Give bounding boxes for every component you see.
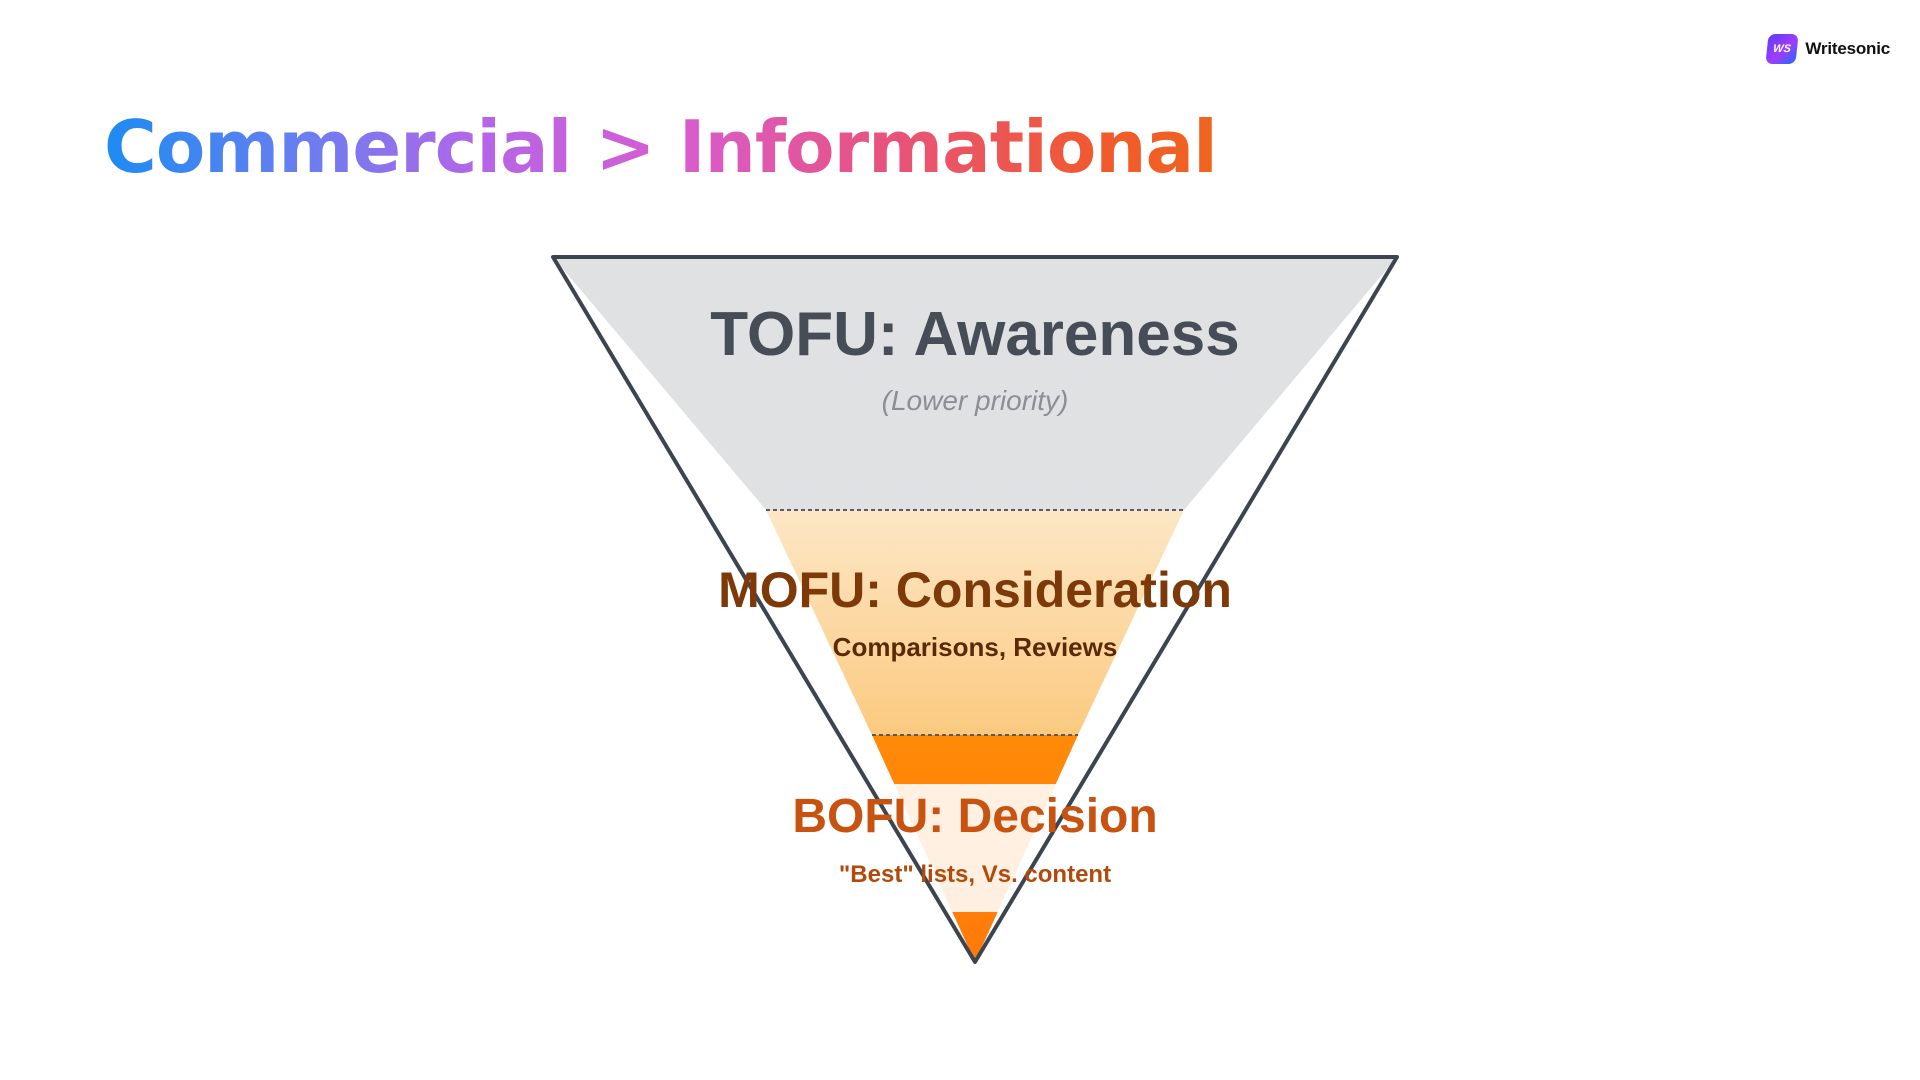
logo-name: Writesonic <box>1805 39 1890 58</box>
tofu-layer <box>553 257 1397 510</box>
slide-title: Commercial > Informational <box>104 105 1218 189</box>
funnel-outline <box>551 255 1399 964</box>
mofu-heading: MOFU: Consideration <box>718 562 1232 618</box>
tofu-subtext: (Lower priority) <box>882 385 1069 416</box>
bofu-subtext: "Best" lists, Vs. content <box>839 861 1111 888</box>
mofu-subtext: Comparisons, Reviews <box>833 632 1118 662</box>
bofu-text-backdrop <box>775 784 1175 912</box>
mofu-layer <box>766 510 1184 735</box>
tofu-heading: TOFU: Awareness <box>710 300 1239 369</box>
bofu-heading: BOFU: Decision <box>792 790 1157 843</box>
writesonic-logo: WS Writesonic <box>1765 34 1890 64</box>
